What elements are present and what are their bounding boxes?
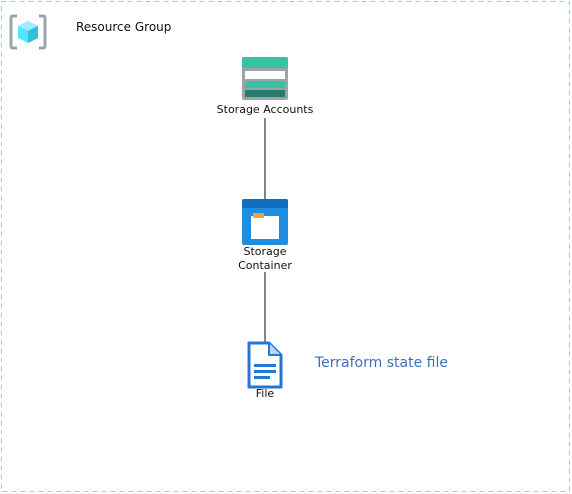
storage-accounts-label: Storage Accounts <box>205 103 325 117</box>
file-label: File <box>255 387 275 400</box>
resource-group-title: Resource Group <box>76 20 172 34</box>
storage-container-label: Storage Container <box>238 245 292 272</box>
file-icon <box>247 341 283 389</box>
storage-accounts-label-text: Storage Accounts <box>216 103 314 116</box>
resource-group-icon <box>9 14 47 50</box>
terraform-state-annotation: Terraform state file <box>315 355 448 371</box>
storage-accounts-icon <box>242 57 288 100</box>
storage-container-icon <box>242 199 288 245</box>
